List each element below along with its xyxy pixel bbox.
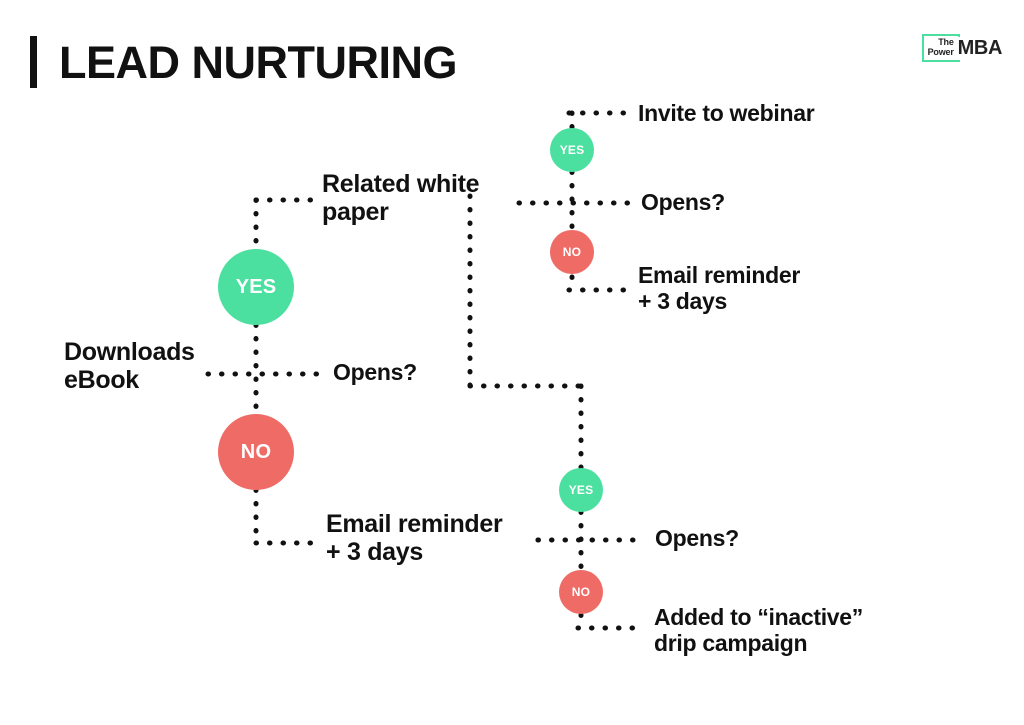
title-bar: LEAD NURTURING (30, 36, 457, 88)
node-email-reminder-2: Email reminder + 3 days (638, 262, 800, 314)
badge-no-drip[interactable]: NO (559, 570, 603, 614)
page-title: LEAD NURTURING (59, 36, 457, 88)
badge-no-webinar-label: NO (562, 245, 582, 259)
node-opens-3: Opens? (655, 525, 739, 551)
badge-yes-drip[interactable]: YES (559, 468, 603, 512)
badge-yes-drip-label: YES (568, 483, 594, 497)
logo-line-power: Power (927, 46, 954, 57)
badge-no-primary[interactable]: NO (218, 414, 294, 490)
node-downloads-ebook: Downloads eBook (64, 338, 195, 394)
node-invite-to-webinar: Invite to webinar (638, 100, 815, 126)
badge-yes-primary-label: YES (235, 275, 277, 298)
node-opens-1: Opens? (333, 359, 417, 385)
node-added-inactive: Added to “inactive” drip campaign (654, 604, 863, 656)
node-opens-2: Opens? (641, 189, 725, 215)
badge-yes-webinar-label: YES (559, 143, 585, 157)
logo-line-the: The (938, 37, 954, 48)
node-email-reminder-1: Email reminder + 3 days (326, 510, 503, 566)
node-related-white-paper: Related white paper (322, 170, 480, 226)
badge-no-webinar[interactable]: NO (550, 230, 594, 274)
title-accent-bar (30, 36, 37, 88)
badge-yes-webinar[interactable]: YES (550, 128, 594, 172)
logo-mba-text: MBA (955, 36, 1002, 60)
badge-no-drip-label: NO (571, 585, 591, 599)
badge-no-primary-label: NO (240, 440, 272, 463)
logo-frame: The Power (921, 34, 960, 62)
brand-logo: The Power MBA (921, 31, 1002, 65)
badge-yes-primary[interactable]: YES (218, 249, 294, 325)
